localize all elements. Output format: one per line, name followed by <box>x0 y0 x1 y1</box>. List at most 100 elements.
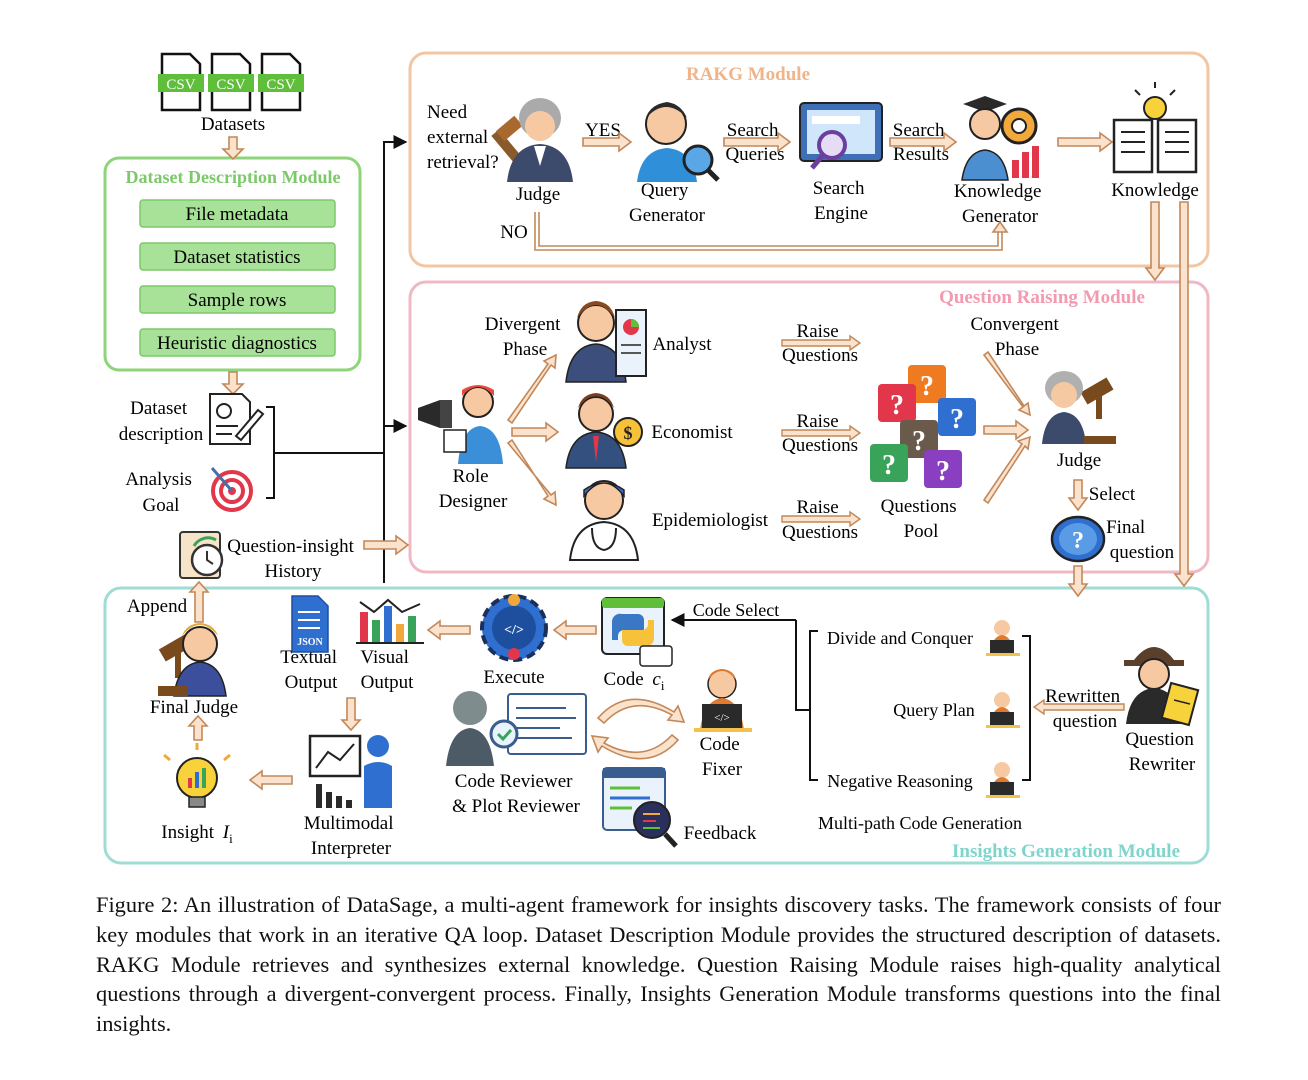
connector-line <box>383 135 408 583</box>
svg-text:CSV: CSV <box>266 77 295 93</box>
raise-questions-label: Raise Questions <box>782 321 858 366</box>
feedback-code-icon <box>602 767 678 848</box>
item-box <box>139 199 336 228</box>
hollow-arrow-down <box>1067 565 1089 598</box>
hollow-arrow-right <box>582 131 633 153</box>
analyst-label: Analyst <box>652 334 712 355</box>
judge-label: Judge <box>1057 450 1101 471</box>
hollow-arrow-right <box>781 334 862 352</box>
arrow-head <box>991 220 1009 233</box>
economist-icon: $ <box>565 393 643 469</box>
query-generator-label: Query Generator <box>629 180 706 226</box>
svg-text:?: ? <box>890 390 904 421</box>
epidemiologist-icon <box>568 480 640 561</box>
code-fixer-icon: </> <box>694 669 752 732</box>
final-question-label: Final question <box>1106 517 1175 563</box>
hollow-arrow-down <box>1173 201 1195 588</box>
role-designer-icon <box>418 385 503 464</box>
no-label: NO <box>500 222 527 243</box>
judge-icon <box>1042 371 1116 444</box>
item-heuristic-diagnostics: Heuristic diagnostics <box>157 333 317 354</box>
datasets-label: Datasets <box>201 114 265 135</box>
search-queries-label: Search Queries <box>725 120 784 165</box>
hollow-arrow-fan <box>506 353 560 507</box>
item-box <box>139 328 336 357</box>
hollow-arrow-up <box>188 580 210 623</box>
csv-file-icon: CSV <box>208 52 254 112</box>
economist-label: Economist <box>651 422 733 443</box>
divide-and-conquer-label: Divide and Conquer <box>827 628 973 648</box>
target-icon <box>210 467 253 512</box>
hollow-arrow-left <box>248 769 293 791</box>
item-file-metadata: File metadata <box>186 204 289 225</box>
analysis-goal-label: Analysis Goal <box>125 469 196 516</box>
query-plan-label: Query Plan <box>893 700 974 720</box>
svg-text:?: ? <box>882 450 896 481</box>
knowledge-generator-label: Knowledge Generator <box>954 181 1046 227</box>
hollow-arrow-down <box>1144 201 1166 282</box>
epidemiologist-label: Epidemiologist <box>652 510 769 531</box>
divergent-phase-label: Divergent Phase <box>485 314 565 360</box>
hollow-arrow-right <box>1057 131 1114 153</box>
svg-text:</>: </> <box>714 712 729 724</box>
code-reviewer-icon <box>446 691 587 766</box>
insight-label: Insight Ii <box>161 822 233 846</box>
code-select-label: Code Select <box>693 600 779 620</box>
hollow-arrow-down <box>1067 479 1089 512</box>
multimodal-interpreter-icon <box>308 734 392 808</box>
hollow-arrow-right <box>781 424 862 442</box>
question-rewriter-icon <box>1124 647 1200 727</box>
hollow-arrow-right <box>781 510 862 528</box>
knowledge-generator-icon <box>961 96 1039 181</box>
question-raising-module-title: Question Raising Module <box>939 287 1145 308</box>
query-generator-icon <box>637 102 720 182</box>
textual-output-label: Textual Output <box>280 647 341 693</box>
append-label: Append <box>127 596 188 617</box>
item-dataset-statistics: Dataset statistics <box>173 247 300 268</box>
question-raising-module-frame <box>408 280 1210 574</box>
final-judge-icon <box>158 623 227 697</box>
bracket-connector <box>266 406 384 499</box>
svg-text:$: $ <box>624 423 633 443</box>
role-designer-label: Role Designer <box>439 466 508 512</box>
multipath-bracket <box>795 620 818 781</box>
code-fixer-label: Code Fixer <box>700 734 745 780</box>
hollow-arrow-down <box>221 136 245 161</box>
execute-gear-icon: </> <box>480 594 548 662</box>
raise-questions-label: Raise Questions <box>782 411 858 456</box>
no-loop-arrow <box>534 212 1003 251</box>
rewritten-question-label: Rewritten question <box>1045 686 1125 732</box>
code-reviewer-label: Code Reviewer & Plot Reviewer <box>452 771 580 817</box>
review-cycle-arrows <box>590 698 686 760</box>
insights-generation-module-frame <box>103 586 1210 865</box>
hollow-arrow-down <box>221 371 245 396</box>
figure-caption: Figure 2: An illustration of DataSage, a… <box>96 892 1221 1037</box>
item-sample-rows: Sample rows <box>188 290 287 311</box>
knowledge-book-icon <box>1112 82 1198 174</box>
svg-text:CSV: CSV <box>216 77 245 93</box>
svg-text:?: ? <box>920 371 934 402</box>
final-question-icon: ? <box>1050 515 1106 563</box>
item-box <box>139 285 336 314</box>
coder-icon <box>986 762 1020 798</box>
need-external-retrieval-label: Need external retrieval? <box>427 102 499 173</box>
hollow-arrow-fan <box>982 350 1032 505</box>
questions-pool-label: Questions Pool <box>881 496 962 542</box>
hollow-arrow-right <box>723 131 792 153</box>
final-judge-label: Final Judge <box>150 697 238 718</box>
svg-text:?: ? <box>912 426 926 457</box>
feedback-label: Feedback <box>684 823 757 844</box>
yes-label: YES <box>585 120 621 141</box>
multimodal-interpreter-label: Multimodal Interpreter <box>304 813 398 859</box>
datasage-diagram: RAKG Module Question Raising Module Insi… <box>103 51 1210 865</box>
svg-text:JSON: JSON <box>297 637 323 648</box>
search-results-label: Search Results <box>893 120 949 165</box>
csv-file-icon: CSV <box>158 52 204 112</box>
python-code-icon <box>601 597 673 667</box>
raise-questions-label: Raise Questions <box>782 497 858 543</box>
rakg-module-frame <box>408 51 1210 268</box>
hollow-arrow-right <box>889 131 958 153</box>
hollow-arrow-left <box>552 619 597 641</box>
multipath-code-generation-label: Multi-path Code Generation <box>818 813 1022 833</box>
coder-icon <box>986 692 1020 728</box>
